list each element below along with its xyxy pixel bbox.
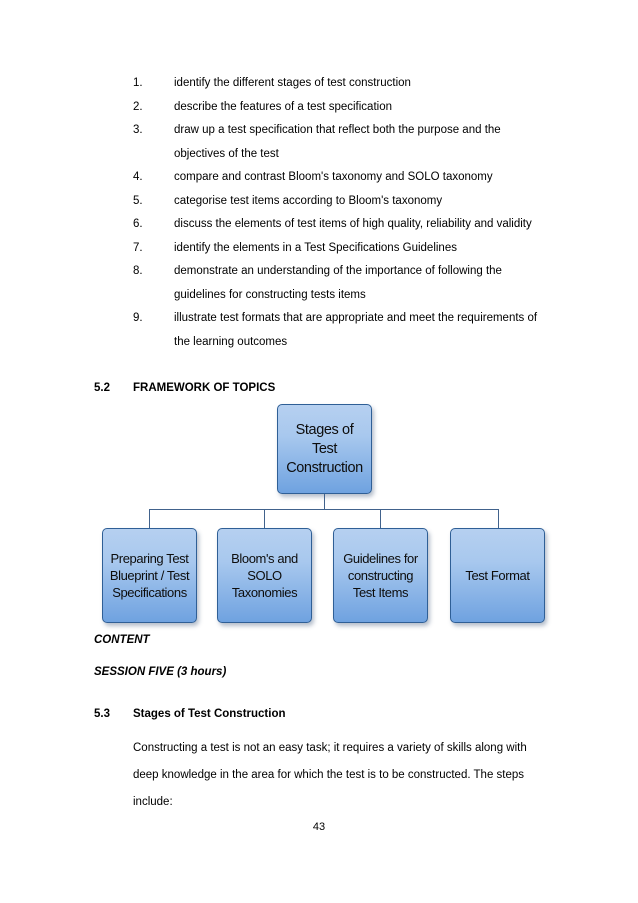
list-item-number: 2. [133, 100, 143, 113]
list-item-number: 3. [133, 124, 143, 136]
connector-drop-1 [149, 509, 150, 528]
connector-root-stem [324, 494, 325, 509]
section-heading-5-2: 5.2 FRAMEWORK OF TOPICS [94, 380, 524, 396]
content-label: CONTENT [94, 634, 150, 646]
connector-drop-4 [498, 509, 499, 528]
list-item-text: demonstrate an understanding of the impo… [174, 265, 502, 301]
list-item: 7. identify the elements in a Test Speci… [133, 237, 553, 261]
list-item-number: 4. [133, 171, 143, 183]
list-item-number: 5. [133, 194, 143, 207]
list-item: 1. identify the different stages of test… [133, 72, 553, 96]
section-number: 5.3 [94, 708, 110, 720]
connector-drop-3 [380, 509, 381, 528]
chart-node-root: Stages of Test Construction [277, 404, 372, 494]
list-item: 2. describe the features of a test speci… [133, 96, 553, 120]
list-item-text: identify the elements in a Test Specific… [174, 241, 457, 254]
list-item-number: 9. [133, 312, 143, 324]
section-title: Stages of Test Construction [133, 708, 286, 720]
list-item-text: compare and contrast Bloom's taxonomy an… [174, 171, 493, 183]
chart-node-blooms-and-solo-taxonomies: Bloom's and SOLO Taxonomies [217, 528, 312, 623]
section-heading-5-3: 5.3 Stages of Test Construction [94, 706, 524, 722]
list-item-text: draw up a test specification that reflec… [174, 124, 501, 160]
list-item-text: illustrate test formats that are appropr… [174, 312, 538, 348]
page-number: 43 [312, 821, 326, 833]
objectives-list: 1. identify the different stages of test… [133, 72, 553, 354]
list-item-text: describe the features of a test specific… [174, 100, 392, 113]
list-item-text: categorise test items according to Bloom… [174, 194, 443, 207]
session-label: SESSION FIVE (3 hours) [94, 666, 227, 678]
connector-drop-2 [264, 509, 265, 528]
section-number: 5.2 [94, 382, 110, 394]
framework-org-chart: Stages of Test Construction Preparing Te… [0, 398, 638, 630]
list-item-number: 7. [133, 241, 143, 254]
list-item: 3. draw up a test specification that ref… [133, 119, 553, 166]
chart-node-guidelines-for-constructing-test-items: Guidelines for constructing Test Items [333, 528, 428, 623]
section-title: FRAMEWORK OF TOPICS [133, 382, 276, 394]
list-item: 4. compare and contrast Bloom's taxonomy… [133, 166, 553, 190]
list-item-number: 8. [133, 265, 143, 277]
section-paragraph: Constructing a test is not an easy task;… [133, 742, 527, 808]
list-item-number: 6. [133, 218, 143, 230]
chart-node-test-format: Test Format [450, 528, 545, 623]
connector-horizontal-bus [149, 509, 499, 510]
list-item-number: 1. [133, 77, 143, 89]
chart-node-preparing-test-blueprint: Preparing Test Blueprint / Test Specific… [102, 528, 197, 623]
list-item-text: discuss the elements of test items of hi… [174, 218, 532, 230]
list-item: 9. illustrate test formats that are appr… [133, 307, 553, 354]
list-item: 6. discuss the elements of test items of… [133, 213, 553, 237]
list-item: 8. demonstrate an understanding of the i… [133, 260, 553, 307]
list-item: 5. categorise test items according to Bl… [133, 190, 553, 214]
list-item-text: identify the different stages of test co… [174, 77, 411, 89]
